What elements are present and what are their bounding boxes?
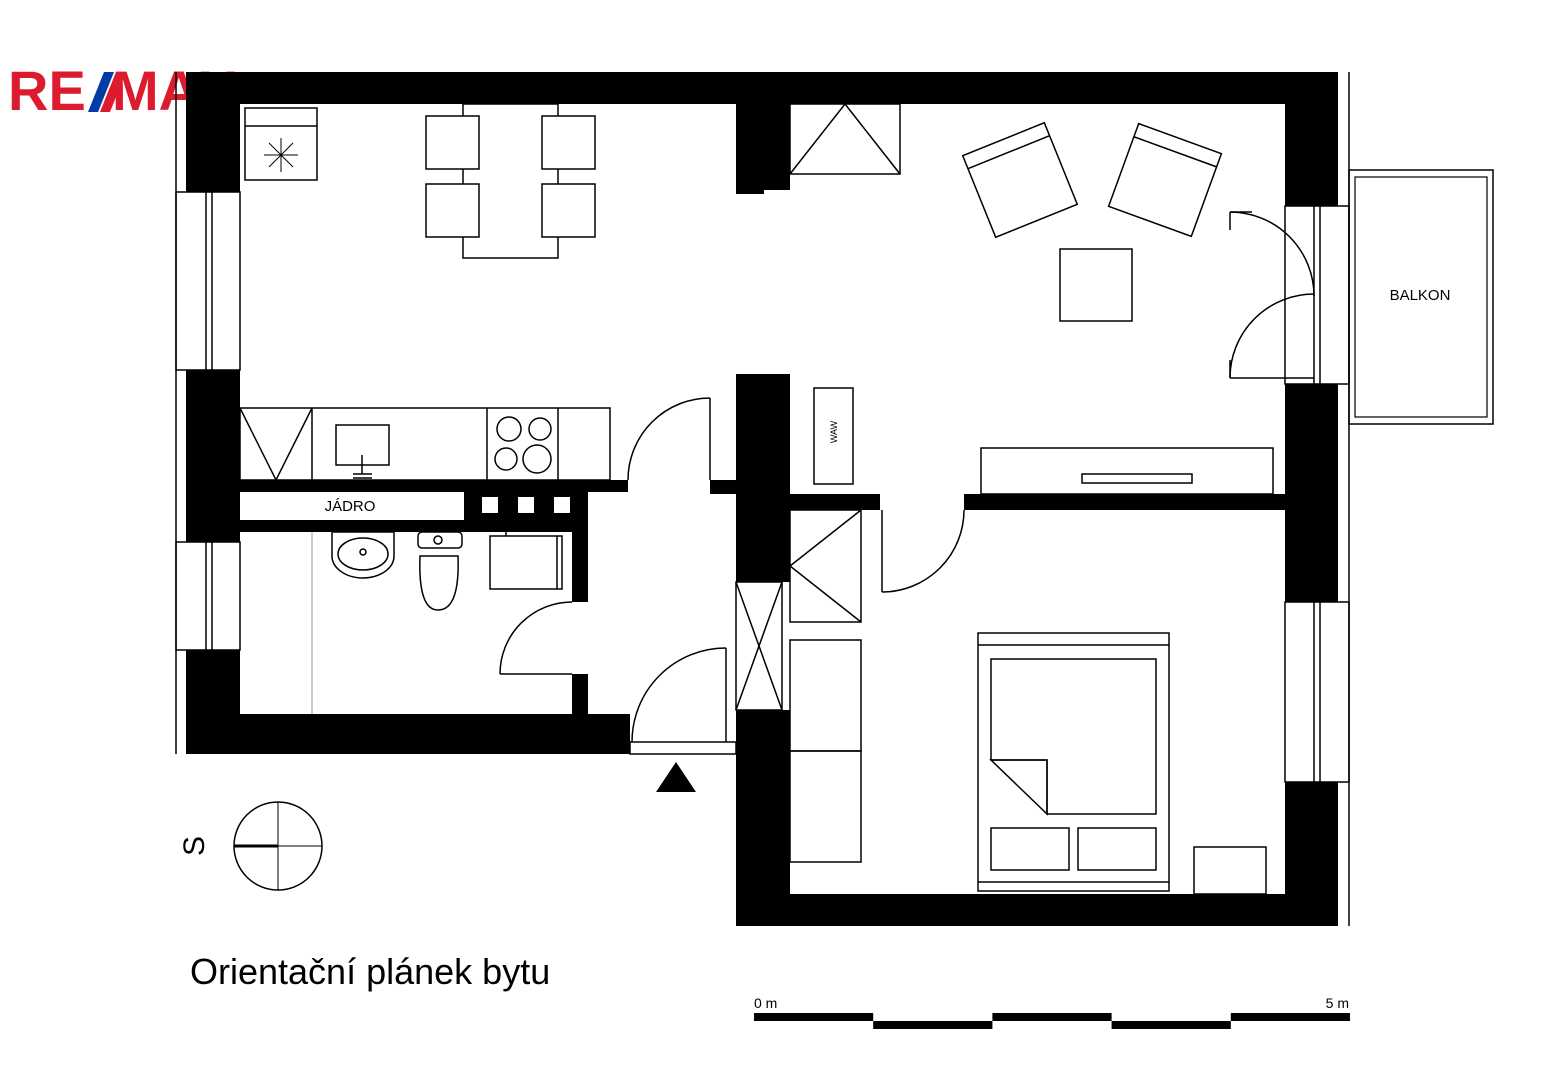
wall-right-2 [1285, 384, 1338, 602]
wall-bedroom-bottom [736, 894, 1338, 926]
logo-slash-red [100, 72, 126, 112]
scale-start-label: 0 m [754, 995, 777, 1011]
washing-machine-label: WAW [829, 420, 839, 443]
wall-central-1 [736, 374, 790, 582]
pillow-1 [990, 827, 1070, 871]
scale-end-label: 5 m [1326, 995, 1349, 1011]
wall-left-1 [186, 72, 240, 192]
logo-part-re: RE [8, 59, 86, 122]
chair-1 [425, 115, 480, 170]
washing-machine [813, 387, 854, 485]
core-label: JÁDRO [325, 498, 376, 515]
scale-bar: 0 m 5 m [754, 995, 1350, 1029]
entrance-triangle-icon [656, 762, 696, 792]
coffee-table [1059, 248, 1133, 322]
wall-bedroom-top-2 [964, 494, 1285, 510]
wall-bath-right-1 [572, 480, 588, 602]
bedroom-furniture [788, 509, 1267, 895]
wall-hall-bottom [588, 714, 630, 754]
living-furniture [789, 102, 1315, 495]
bedroom-door-swing [881, 509, 965, 593]
plan-caption: Orientační plánek bytu [190, 951, 550, 992]
scale-segment [873, 1021, 993, 1029]
bathroom-door-swing [499, 601, 573, 675]
wall-right-1 [1285, 72, 1338, 206]
hall-wardrobe [735, 581, 783, 711]
wardrobe-top [789, 103, 901, 175]
stove [494, 416, 552, 474]
wall-left-2 [186, 370, 240, 542]
scale-segment [1230, 1013, 1350, 1021]
chair-3 [541, 115, 596, 170]
dining-table [462, 103, 559, 259]
wall-bedroom-top-1 [790, 494, 880, 510]
toilet-tank [417, 531, 463, 549]
wall-column-top-2 [764, 104, 790, 190]
bath-cabinet [489, 535, 563, 590]
dishwasher [239, 407, 313, 482]
wall-core-top-right [710, 480, 736, 494]
armchair-2 [1107, 122, 1223, 238]
chair-2 [425, 183, 480, 238]
duvet [990, 658, 1157, 815]
toilet-bowl [419, 555, 459, 611]
scale-segment [992, 1013, 1112, 1021]
kitchen-door-swing [627, 397, 711, 481]
wall-column-top [736, 104, 764, 194]
wall-top [186, 72, 1338, 104]
core-shafts [482, 497, 570, 513]
balcony-door-frame [1284, 205, 1350, 385]
logo-slash-blue [88, 72, 114, 112]
tv-unit [980, 447, 1274, 495]
balcony: BALKON [1348, 169, 1494, 425]
window-left-1 [175, 191, 241, 371]
brand-logo: RE MAX [8, 59, 236, 122]
pillow-2 [1077, 827, 1157, 871]
window-right-bedroom [1284, 601, 1350, 783]
wall-bottom-left [186, 714, 630, 754]
scale-segment [754, 1013, 874, 1021]
entrance-threshold [629, 741, 737, 755]
scale-segment [1111, 1021, 1231, 1029]
fridge [244, 107, 318, 181]
bathroom-fixtures [311, 397, 727, 743]
fridge-star-icon [264, 138, 298, 172]
washbasin [331, 531, 395, 579]
wall-central-2 [736, 710, 790, 926]
duvet-fold [989, 759, 1048, 816]
walls [186, 72, 1338, 926]
desk-1 [789, 639, 862, 752]
desk-2 [789, 750, 862, 863]
balcony-label: BALKON [1390, 287, 1451, 304]
balcony-door-swing-1 [1229, 211, 1315, 297]
wall-bath-right-2 [572, 674, 588, 716]
kitchen-counter [239, 407, 611, 481]
chair-4 [541, 183, 596, 238]
nightstand [1193, 846, 1267, 895]
kitchen-furniture [239, 103, 611, 482]
armchair-1 [961, 121, 1079, 239]
bedroom-wardrobe [789, 509, 862, 623]
bed [977, 632, 1170, 892]
compass-icon: S [178, 801, 323, 891]
compass-north-label: S [178, 836, 211, 856]
core-box: JÁDRO [240, 492, 464, 520]
balcony-door-swing-2 [1229, 293, 1315, 379]
window-left-2 [175, 541, 241, 651]
entrance-door-swing [631, 647, 727, 743]
tv [1081, 473, 1193, 484]
